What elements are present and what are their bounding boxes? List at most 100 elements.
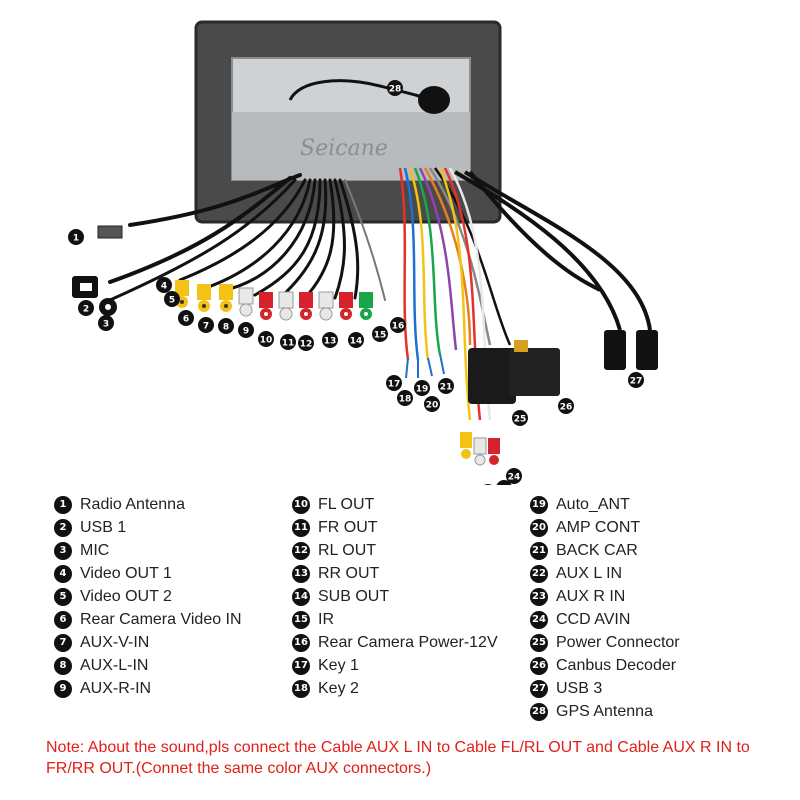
legend-label: IR: [318, 610, 334, 628]
callout-number: 25: [514, 415, 527, 425]
legend-number-badge: 4: [54, 564, 72, 583]
legend-number-badge: 20: [530, 518, 548, 537]
legend-number-badge: 15: [292, 610, 310, 629]
legend-item: 15 IR: [292, 608, 498, 631]
legend-number-badge: 22: [530, 564, 548, 583]
legend-label: USB 3: [556, 679, 603, 697]
legend-label: AUX-L-IN: [80, 656, 149, 674]
legend-number-badge: 1: [54, 495, 72, 514]
harness-center: [398, 167, 512, 421]
callout-number: 19: [416, 385, 429, 395]
legend-item: 11 FR OUT: [292, 516, 498, 539]
legend-item: 8 AUX-L-IN: [54, 654, 242, 677]
callout-circle: [496, 480, 512, 485]
callout-number: 15: [374, 331, 387, 341]
power-connector: [468, 348, 516, 404]
legend-label: Radio Antenna: [80, 495, 185, 513]
legend-item: 25 Power Connector: [530, 631, 680, 654]
legend-number-badge: 19: [530, 495, 548, 514]
legend-label: AMP CONT: [556, 518, 641, 536]
callout-circle: [414, 380, 430, 396]
callout-circle: [424, 396, 440, 412]
callout-circle: [386, 375, 402, 391]
legend-item: 20 AMP CONT: [530, 516, 680, 539]
legend-label: Rear Camera Power-12V: [318, 633, 498, 651]
callout-circle: [98, 315, 114, 331]
legend-number-badge: 5: [54, 587, 72, 606]
legend-number-badge: 11: [292, 518, 310, 537]
legend-number-badge: 18: [292, 679, 310, 698]
legend-label: Video OUT 1: [80, 564, 172, 582]
callout-circle: [238, 322, 254, 338]
wiring-diagram: Seicane: [68, 20, 658, 485]
callout-circle: [512, 410, 528, 426]
gps-antenna-puck: [418, 86, 450, 114]
legend-number-badge: 7: [54, 633, 72, 652]
legend-number-badge: 8: [54, 656, 72, 675]
legend-label: Key 2: [318, 679, 359, 697]
callout-number: 4: [161, 282, 167, 292]
legend-number-badge: 24: [530, 610, 548, 629]
callout-number: 24: [508, 473, 521, 483]
legend-number-badge: 14: [292, 587, 310, 606]
legend-number-badge: 16: [292, 633, 310, 652]
callout-number: 21: [440, 383, 453, 393]
aux-rca-lower: [460, 432, 500, 466]
callout-number: 7: [203, 322, 209, 332]
usb3-connector-b: [636, 330, 658, 370]
legend-number-badge: 2: [54, 518, 72, 537]
legend-label: Power Connector: [556, 633, 680, 651]
callout-number: 26: [560, 403, 573, 413]
legend-item: 16 Rear Camera Power-12V: [292, 631, 498, 654]
callout-circle: [78, 300, 94, 316]
harness-left: [108, 173, 386, 302]
watermark: Seicane: [300, 136, 388, 161]
callout-number: 16: [392, 322, 405, 332]
legend-label: USB 1: [80, 518, 127, 536]
wire-stubs: [405, 353, 445, 379]
callout-number: 1: [73, 234, 79, 244]
legend-item: 12 RL OUT: [292, 539, 498, 562]
legend-label: RL OUT: [318, 541, 377, 559]
callout-circle: [558, 398, 574, 414]
callout-number: 10: [260, 336, 273, 346]
callout-circle: [387, 80, 403, 96]
legend-label: Rear Camera Video IN: [80, 610, 242, 628]
callout-circle: [322, 332, 338, 348]
legend-number-badge: 9: [54, 679, 72, 698]
callout-number: 18: [399, 395, 412, 405]
callout-number: 13: [324, 337, 337, 347]
callout-number: 11: [282, 339, 295, 349]
callout-circle: [280, 334, 296, 350]
legend-item: 2 USB 1: [54, 516, 242, 539]
callout-number: 14: [350, 337, 363, 347]
callout-number: 12: [300, 340, 313, 350]
rca-connectors: [175, 280, 373, 321]
legend-item: 14 SUB OUT: [292, 585, 498, 608]
legend-item: 1 Radio Antenna: [54, 493, 242, 516]
callout-number: 17: [388, 380, 401, 390]
legend-number-badge: 21: [530, 541, 548, 560]
legend-label: SUB OUT: [318, 587, 390, 605]
legend-number-badge: 12: [292, 541, 310, 560]
legend-number-badge: 25: [530, 633, 548, 652]
callout-circle: [506, 468, 522, 484]
legend-label: FR OUT: [318, 518, 378, 536]
legend-item: 4 Video OUT 1: [54, 562, 242, 585]
callout-number: 28: [389, 85, 402, 95]
legend-label: CCD AVIN: [556, 610, 631, 628]
legend-number-badge: 3: [54, 541, 72, 560]
callout-number: 9: [243, 327, 249, 337]
callout-circle: [298, 335, 314, 351]
callout-number: 20: [426, 401, 439, 411]
